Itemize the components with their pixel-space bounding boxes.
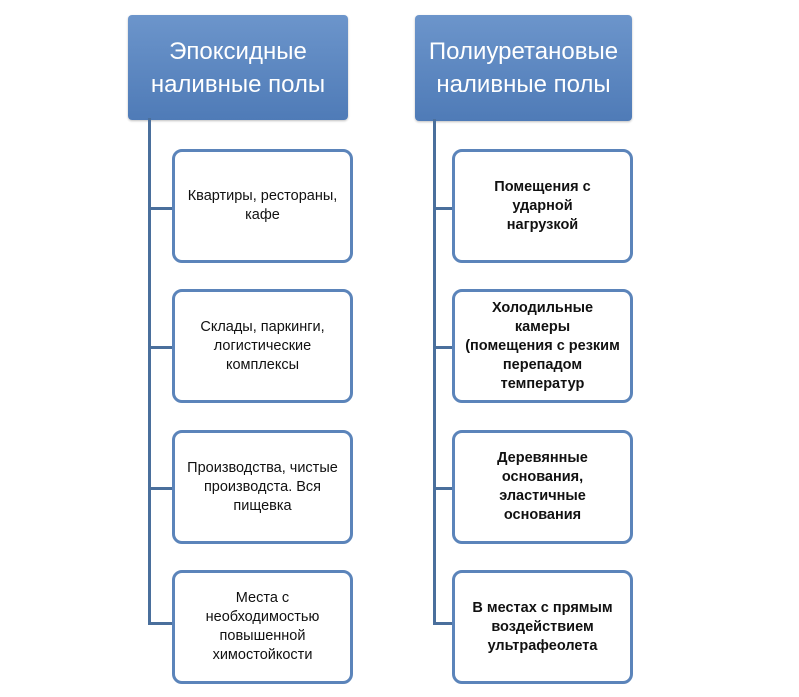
card-line: ультрафеолета bbox=[487, 637, 598, 654]
connector-branch bbox=[148, 207, 174, 210]
card-chemical-resistance: Места с необходимостью повышенной химост… bbox=[172, 570, 353, 684]
card-line: Производства, чистые bbox=[187, 459, 338, 476]
card-line: нагрузкой bbox=[506, 216, 579, 233]
header-line: наливные полы bbox=[436, 71, 611, 98]
card-line: (помещения с резким bbox=[465, 337, 620, 354]
connector-branch bbox=[433, 207, 454, 210]
card-warehouses-parking: Склады, паркинги, логистические комплекс… bbox=[172, 289, 353, 403]
card-line: повышенной bbox=[219, 628, 306, 644]
card-line: Квартиры, рестораны, bbox=[187, 188, 338, 204]
card-line: кафе bbox=[245, 207, 280, 223]
card-line: основания, bbox=[501, 469, 584, 485]
connector-trunk-epoxy bbox=[148, 118, 151, 624]
card-production-food: Производства, чистые производста. Вся пи… bbox=[172, 430, 353, 544]
card-line: Помещения с ударной bbox=[494, 178, 591, 214]
card-line: логистические bbox=[213, 337, 312, 354]
card-line: Холодильные камеры bbox=[491, 299, 594, 335]
card-line: производста. Вся bbox=[203, 478, 322, 495]
card-line: необходимостью bbox=[205, 609, 320, 625]
card-line: Места с bbox=[235, 590, 290, 606]
header-line: Эпоксидные bbox=[169, 37, 307, 65]
card-line: перепадом bbox=[502, 356, 583, 373]
card-line: Склады, паркинги, bbox=[200, 318, 325, 335]
connector-branch bbox=[148, 622, 174, 625]
card-wooden-bases: Деревянные основания, эластичные основан… bbox=[452, 430, 633, 544]
card-line: пищевка bbox=[233, 497, 292, 514]
header-line: Полиуретановые bbox=[428, 38, 619, 65]
card-line: эластичные основания bbox=[499, 488, 586, 523]
card-impact-load: Помещения с ударной нагрузкой bbox=[452, 149, 633, 263]
connector-branch bbox=[148, 487, 174, 490]
card-line: воздействием bbox=[491, 618, 594, 635]
header-line: наливные полы bbox=[150, 70, 326, 98]
connector-branch bbox=[433, 487, 454, 490]
card-line: Деревянные bbox=[497, 450, 588, 466]
connector-trunk-polyurethane bbox=[433, 119, 436, 625]
header-polyurethane-floors: Полиуретановые наливные полы bbox=[415, 15, 632, 121]
card-line: химостойкости bbox=[212, 647, 313, 663]
card-uv-exposure: В местах с прямым воздействием ультрафео… bbox=[452, 570, 633, 684]
connector-branch bbox=[433, 622, 454, 625]
header-epoxy-floors: Эпоксидные наливные полы bbox=[128, 15, 348, 120]
card-line: В местах с прямым bbox=[472, 599, 613, 616]
card-line: комплексы bbox=[225, 356, 300, 373]
card-cold-storage: Холодильные камеры (помещения с резким п… bbox=[452, 289, 633, 403]
card-apartments-restaurants: Квартиры, рестораны, кафе bbox=[172, 149, 353, 263]
connector-branch bbox=[148, 346, 174, 349]
connector-branch bbox=[433, 346, 454, 349]
card-line: температур bbox=[500, 375, 585, 392]
